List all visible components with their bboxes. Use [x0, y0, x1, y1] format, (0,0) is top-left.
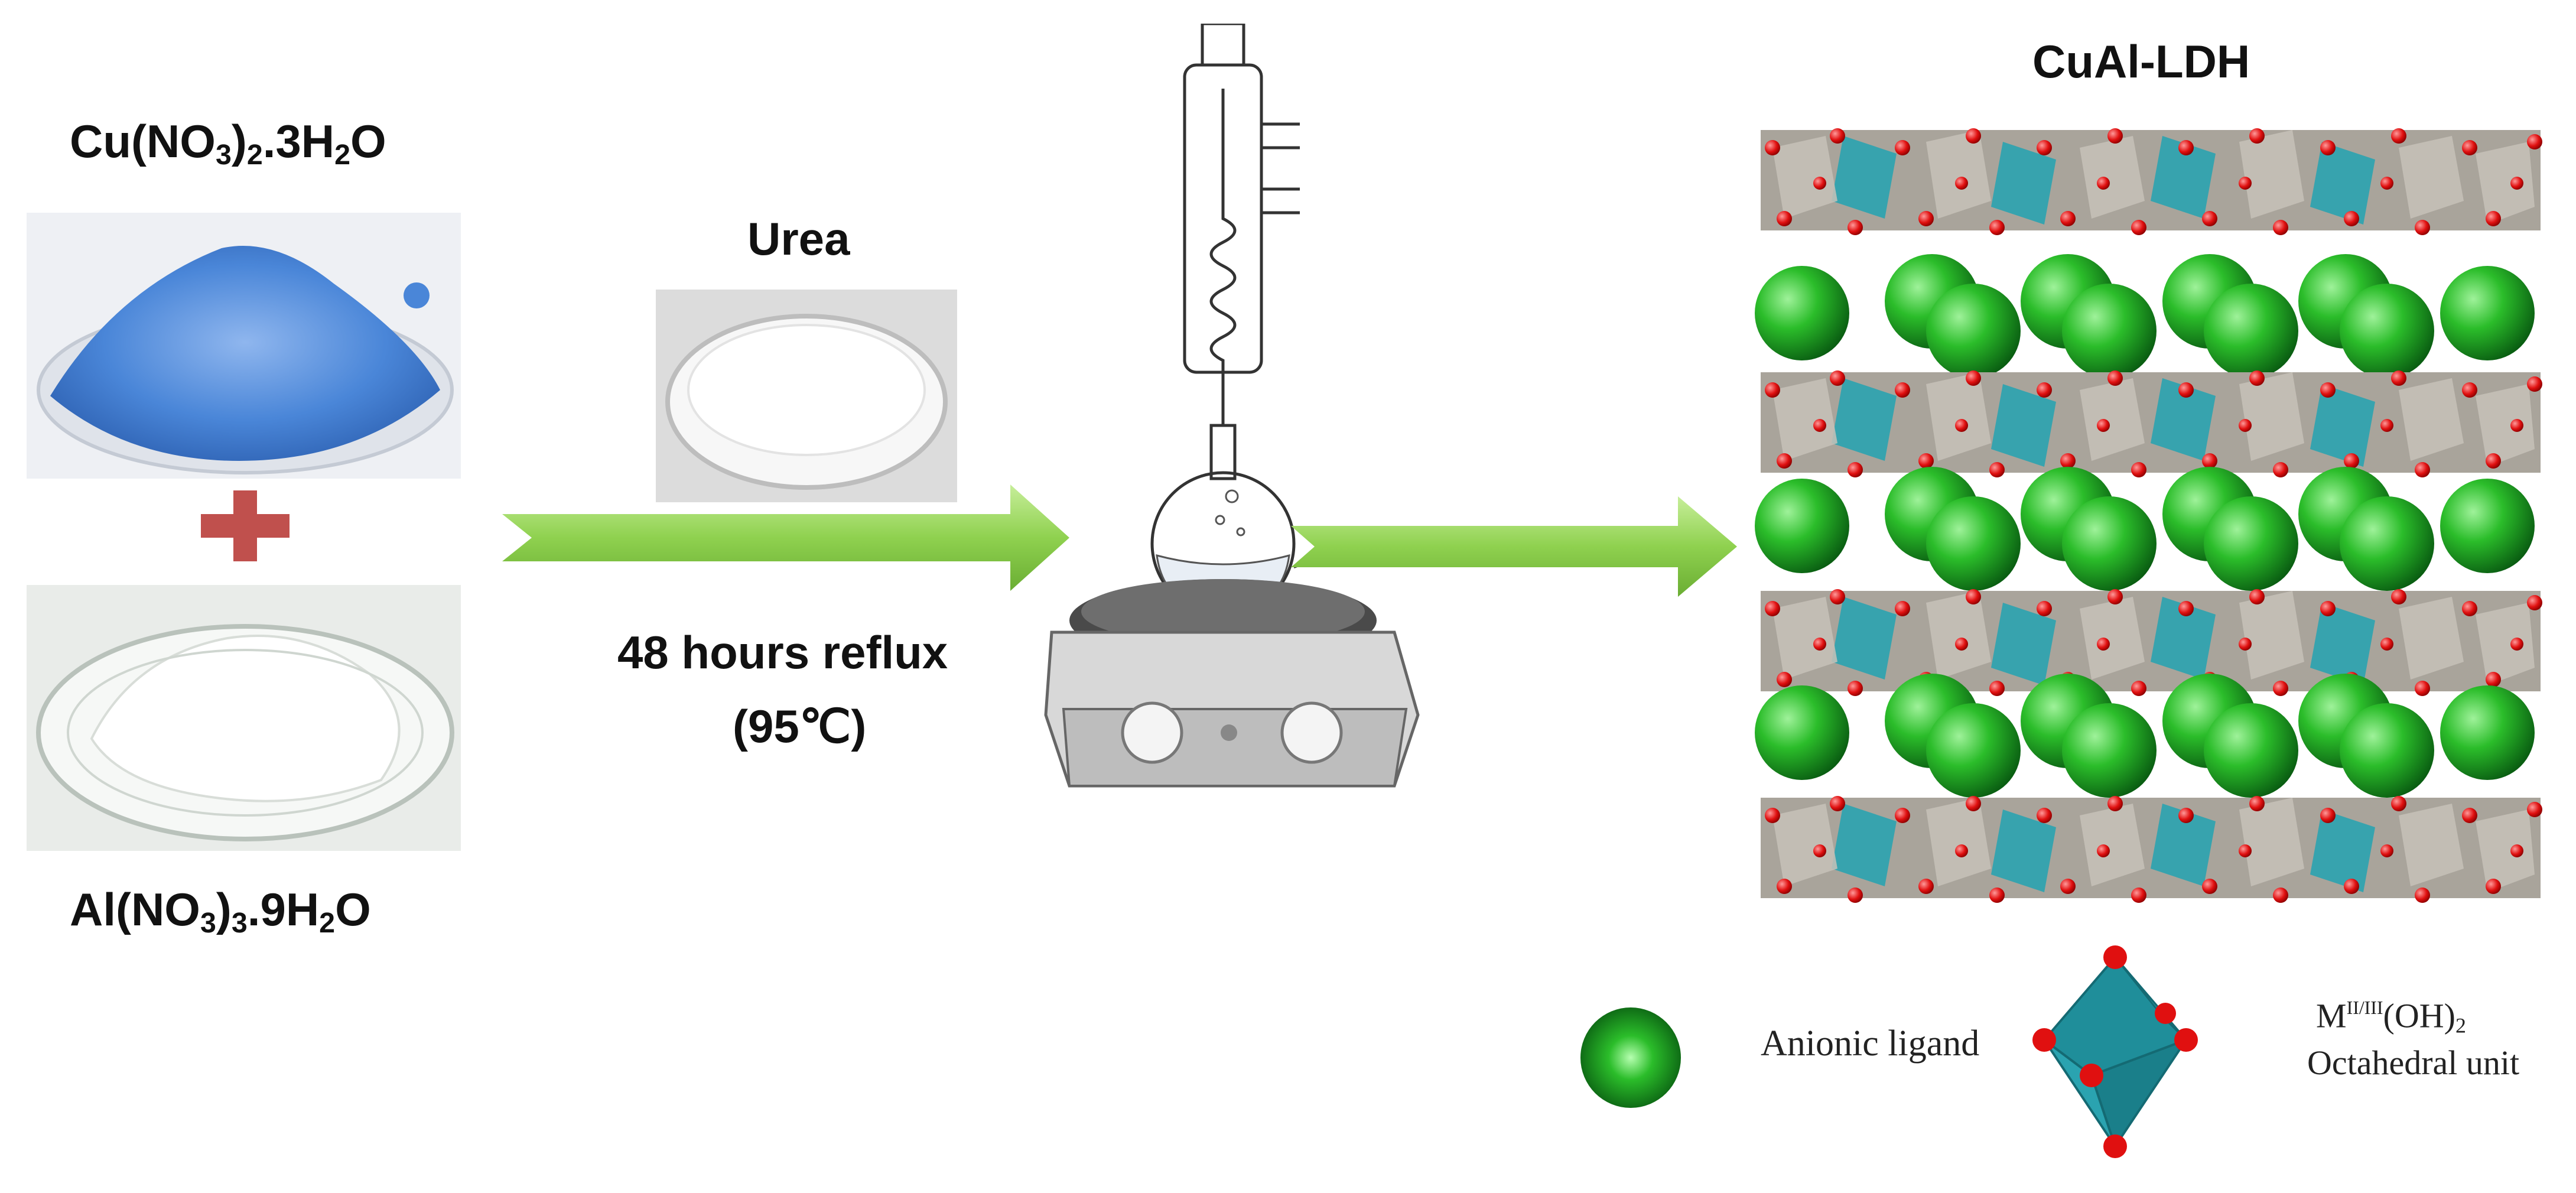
arrow-1: [502, 485, 1069, 591]
product-title: CuAl-LDH: [2032, 35, 2250, 87]
plus-icon: [201, 490, 290, 561]
cu-nitrate-label: Cu(NO3)2.3H2O: [70, 115, 386, 171]
reflux-apparatus: [1044, 24, 1420, 788]
arrow-2: [1291, 496, 1737, 597]
condition-line-1: 48 hours reflux: [617, 626, 948, 678]
al-nitrate-label: Al(NO3)3.9H2O: [70, 883, 371, 940]
condition-line-2: (95℃): [733, 700, 867, 752]
ldh-structure: [1755, 128, 2542, 903]
urea-label: Urea: [747, 213, 850, 265]
al-nitrate-photo: [27, 585, 461, 851]
octahedral-legend-label: Octahedral unit: [2307, 1044, 2520, 1082]
octahedral-legend-icon: [2032, 945, 2198, 1158]
anion-legend-label: Anionic ligand: [1761, 1023, 1980, 1064]
octahedral-legend-formula: MII/III(OH)2: [2316, 996, 2466, 1038]
cu-nitrate-photo: [27, 213, 461, 479]
anion-legend-icon: [1580, 1007, 1681, 1108]
urea-photo: [656, 290, 957, 502]
